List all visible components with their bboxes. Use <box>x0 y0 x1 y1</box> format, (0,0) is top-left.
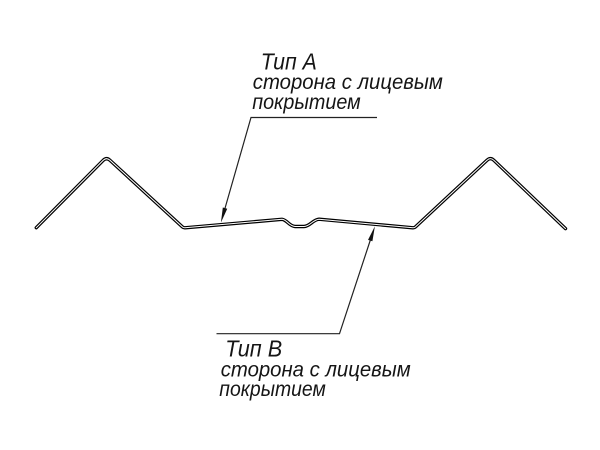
svg-text:Тип В: Тип В <box>225 336 282 362</box>
svg-text:сторона с лицевым: сторона с лицевым <box>253 70 443 94</box>
svg-text:сторона с лицевым: сторона с лицевым <box>221 357 411 381</box>
svg-text:покрытием: покрытием <box>252 90 361 114</box>
svg-text:Тип А: Тип А <box>261 49 317 75</box>
svg-text:покрытием: покрытием <box>219 377 326 401</box>
